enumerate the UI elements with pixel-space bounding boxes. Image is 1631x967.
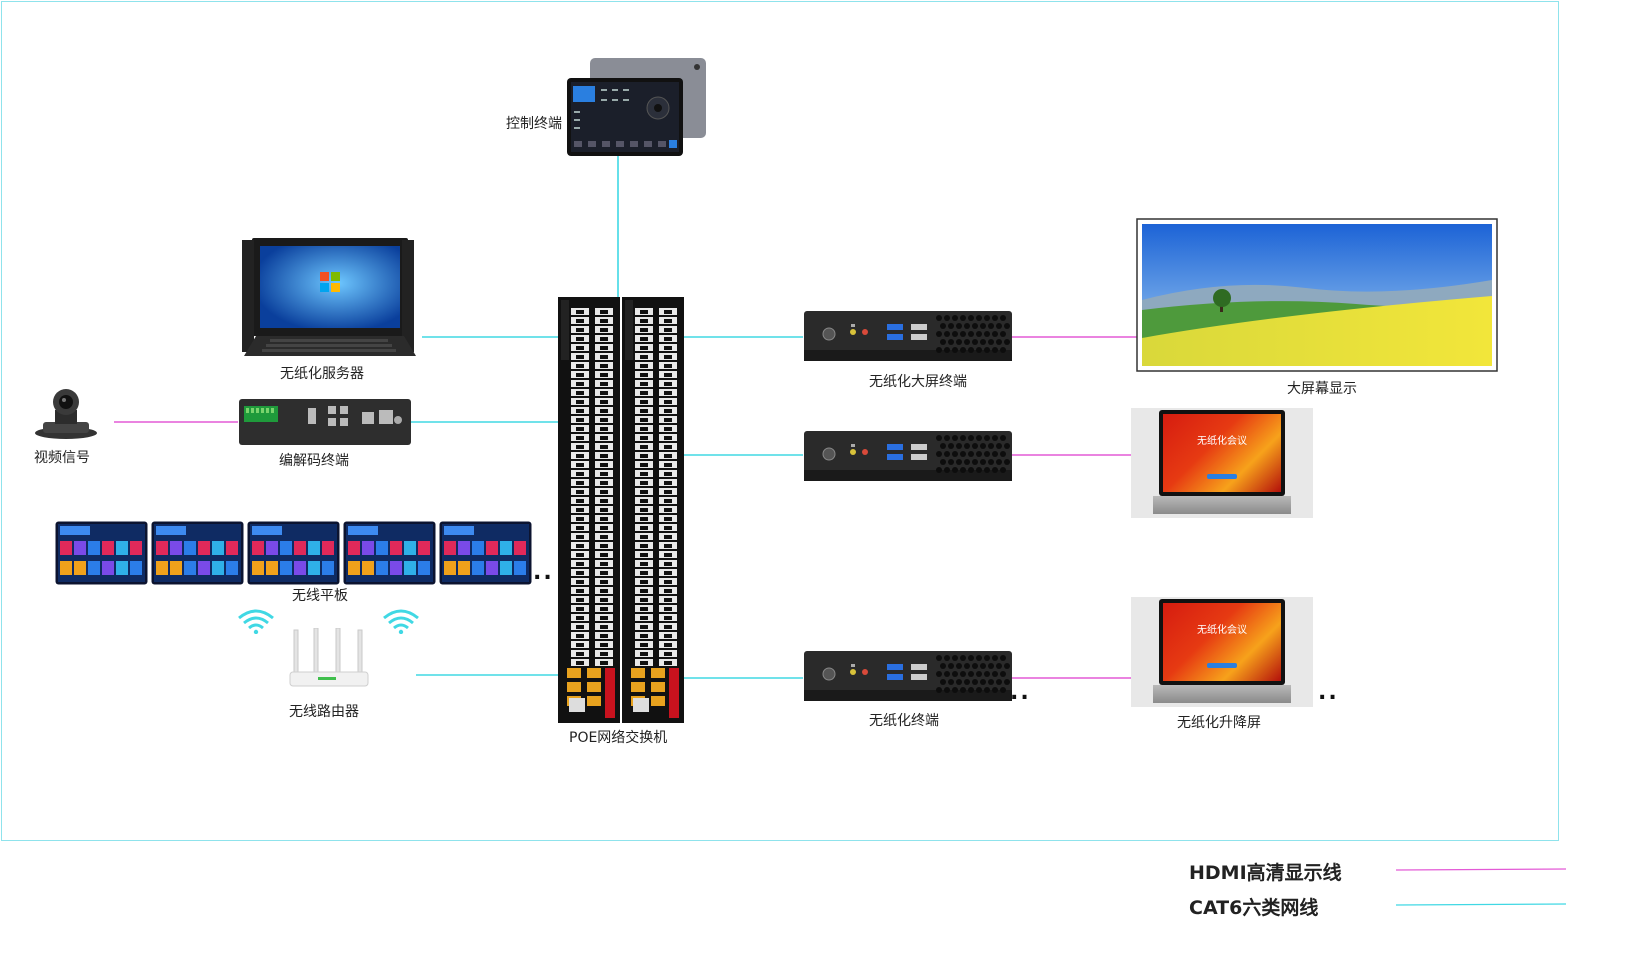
legend-cat6-label: CAT6六类网线 <box>1189 897 1319 919</box>
poe-switch-label: POE网络交换机 <box>569 730 668 746</box>
legend-hdmi-label: HDMI高清显示线 <box>1189 862 1342 884</box>
bigscreen-terminal-label: 无纸化大屏终端 <box>869 374 967 390</box>
wireless-tablet-device <box>55 521 148 585</box>
control-terminal-label: 控制终端 <box>506 116 562 132</box>
wifi-signal-icon <box>383 609 419 634</box>
diagram-frame <box>1 1 1559 841</box>
big-screen-display-label: 大屏幕显示 <box>1287 381 1357 397</box>
paperless-terminal-label: 无纸化终端 <box>869 713 939 729</box>
wireless-tablet-device <box>151 521 244 585</box>
poe-switch-device <box>558 297 684 723</box>
legend-hdmi-line <box>1395 868 1567 871</box>
paperless-terminal-device <box>804 431 1012 481</box>
lift-screen-title: 无纸化会议 <box>1197 436 1247 447</box>
terminals-ellipsis: .. <box>1010 680 1031 705</box>
paperless-server-label: 无纸化服务器 <box>280 366 364 382</box>
control-terminal-device <box>567 58 706 156</box>
wireless-router-device <box>289 628 369 687</box>
wireless-tablet-label: 无线平板 <box>292 588 348 604</box>
paperless-server-device <box>242 238 416 356</box>
lift-screen-device: 无纸化会议 <box>1131 597 1313 707</box>
video-signal-label: 视频信号 <box>34 450 90 466</box>
camera-icon <box>35 389 97 439</box>
paperless-terminal-device <box>804 651 1012 701</box>
big-screen-display-device <box>1136 218 1498 372</box>
wireless-tablet-device <box>247 521 340 585</box>
wireless-tablet-device <box>343 521 436 585</box>
wifi-signal-icon <box>238 609 274 634</box>
lift-screen-label: 无纸化升降屏 <box>1177 715 1261 731</box>
lift-screens-ellipsis: .. <box>1318 680 1339 705</box>
legend-cat6-line <box>1395 903 1567 906</box>
wireless-router-label: 无线路由器 <box>289 704 359 720</box>
codec-terminal-device <box>239 399 411 445</box>
bigscreen-terminal-device <box>804 311 1012 361</box>
wireless-tablet-device <box>439 521 532 585</box>
lift-screen-device: 无纸化会议 <box>1131 408 1313 518</box>
lift-screen-title: 无纸化会议 <box>1197 625 1247 636</box>
tablets-ellipsis: .. <box>533 560 554 585</box>
wireless-tablet-group <box>55 521 535 585</box>
codec-terminal-label: 编解码终端 <box>279 453 349 469</box>
